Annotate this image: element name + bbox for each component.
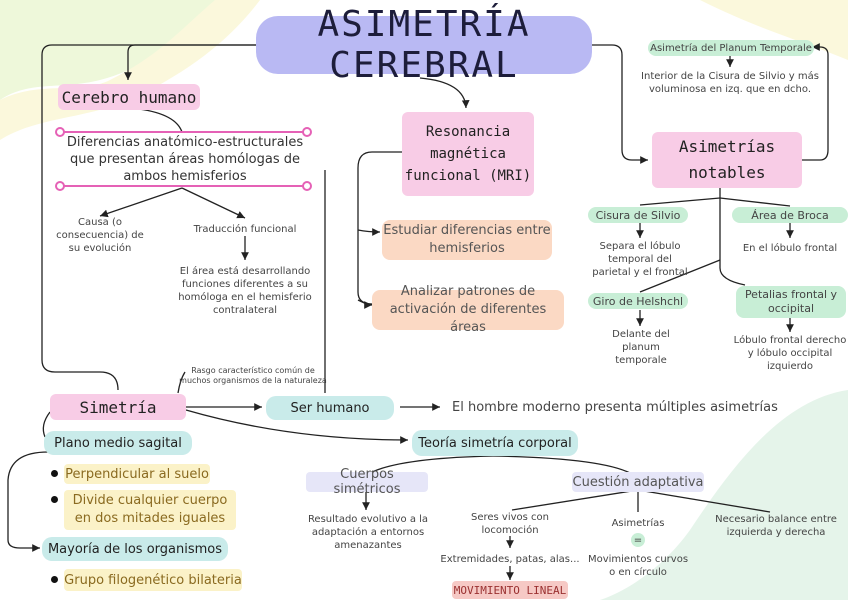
movimiento-box: MOVIMIENTO LINEAL — [452, 581, 568, 599]
rasgo-text: Rasgo característico común de muchos org… — [179, 366, 327, 385]
line-notables-silvio — [639, 197, 721, 206]
extremidades-text: Extremidades, patas, alas... — [440, 554, 580, 565]
broca-label: Área de Broca — [732, 207, 848, 223]
line-bracket-estudiar — [357, 228, 381, 236]
cuerpos-box: Cuerpos simétricos — [306, 467, 428, 497]
rod-top-left-dot — [55, 127, 65, 137]
silvio-label: Cisura de Silvio — [588, 207, 688, 223]
perpendicular-box: Perpendicular al suelo — [64, 464, 210, 484]
simetria-heading: Simetría — [50, 394, 186, 420]
page-title: ASIMETRÍA CEREBRAL — [256, 4, 592, 86]
petalias-desc: Lóbulo frontal derecho y lóbulo occipita… — [733, 335, 847, 372]
line-title-cerebro — [124, 44, 258, 80]
line-notables-helshchl — [639, 259, 721, 293]
hombre-text: El hombre moderno presenta múltiples asi… — [452, 400, 778, 415]
area-text: El área está desarrollando funciones dif… — [178, 266, 312, 316]
line-notables-stem — [719, 188, 746, 286]
estudiar-box: Estudiar diferencias entre hemisferios — [382, 220, 552, 260]
line-title-resonancia — [419, 77, 470, 109]
line-notables-broca — [719, 197, 791, 207]
helshchl-label: Giro de Helshchl — [588, 293, 688, 309]
line-rasgo-simetria — [177, 371, 186, 394]
line-simetria-teoria — [185, 409, 409, 444]
equals-badge: = — [631, 533, 645, 547]
cuestion-box: Cuestión adaptativa — [572, 472, 704, 492]
divide-box: Divide cualquier cuerpo en dos mitades i… — [64, 490, 236, 530]
line-simetria-plano — [42, 411, 51, 438]
helshchl-desc: Delante del planum temporale — [612, 329, 670, 366]
line-diferencias-causa — [99, 187, 183, 218]
line-notables-planum — [800, 43, 829, 161]
bullet-divide — [51, 496, 58, 503]
resonancia-heading: Resonancia magnética funcional (MRI) — [402, 112, 534, 196]
rod-bottom — [62, 185, 308, 187]
rod-bottom-left-dot — [55, 181, 65, 191]
planum-desc: Interior de la Cisura de Silvio y más vo… — [641, 71, 819, 95]
rod-bottom-right-dot — [302, 181, 312, 191]
ser-humano-box: Ser humano — [266, 396, 394, 420]
traduccion-text: Traducción funcional — [193, 224, 297, 235]
bg-blob-bottomright-green — [600, 390, 848, 600]
resultado-text: Resultado evolutivo a la adaptación a en… — [307, 514, 429, 551]
line-teoria-cuerpos — [369, 455, 494, 474]
rod-top — [62, 131, 308, 133]
petalias-label: Petalias frontal y occipital — [736, 286, 846, 318]
rod-top-right-dot — [302, 127, 312, 137]
mayoria-box: Mayoría de los organismos — [42, 537, 228, 561]
planum-label: Asimetría del Planum Temporale — [648, 40, 814, 56]
line-title-simetria — [41, 44, 258, 391]
line-cuestion-necesario — [637, 489, 771, 513]
diferencias-text: Diferencias anatómico-estructurales que … — [66, 135, 304, 184]
curvos-text: Movimientos curvos o en círculo — [587, 554, 689, 578]
line-loop-mayoria — [7, 451, 49, 552]
notables-heading: Asimetrías notables — [652, 132, 802, 188]
asimetrias-text: Asimetrías — [611, 518, 665, 529]
broca-desc: En el lóbulo frontal — [742, 243, 838, 254]
teoria-box: Teoría simetría corporal — [412, 430, 578, 456]
bg-blob-topleft-green — [0, 0, 215, 100]
line-title-notables — [592, 44, 648, 164]
silvio-desc: Separa el lóbulo temporal del parietal y… — [592, 241, 688, 278]
seres-text: Seres vivos con locomoción — [470, 512, 549, 536]
line-cerebro-rod — [129, 107, 183, 133]
line-bracket-analizar — [357, 299, 373, 309]
grupo-box: Grupo filogenético bilateria — [64, 569, 242, 591]
bullet-grupo — [51, 576, 58, 583]
line-teoria-cuestion — [492, 455, 631, 474]
cerebro-heading: Cerebro humano — [58, 84, 200, 110]
analizar-box: Analizar patrones de activación de difer… — [372, 284, 564, 335]
line-diferencias-traduccion — [181, 187, 246, 219]
causa-text: Causa (o consecuencia) de su evolución — [56, 217, 144, 254]
plano-box: Plano medio sagital — [44, 431, 192, 455]
line-cuestion-seres — [511, 489, 639, 511]
necesario-text: Necesario balance entre izquierda y dere… — [715, 514, 837, 538]
bullet-perpendicular — [51, 470, 58, 477]
